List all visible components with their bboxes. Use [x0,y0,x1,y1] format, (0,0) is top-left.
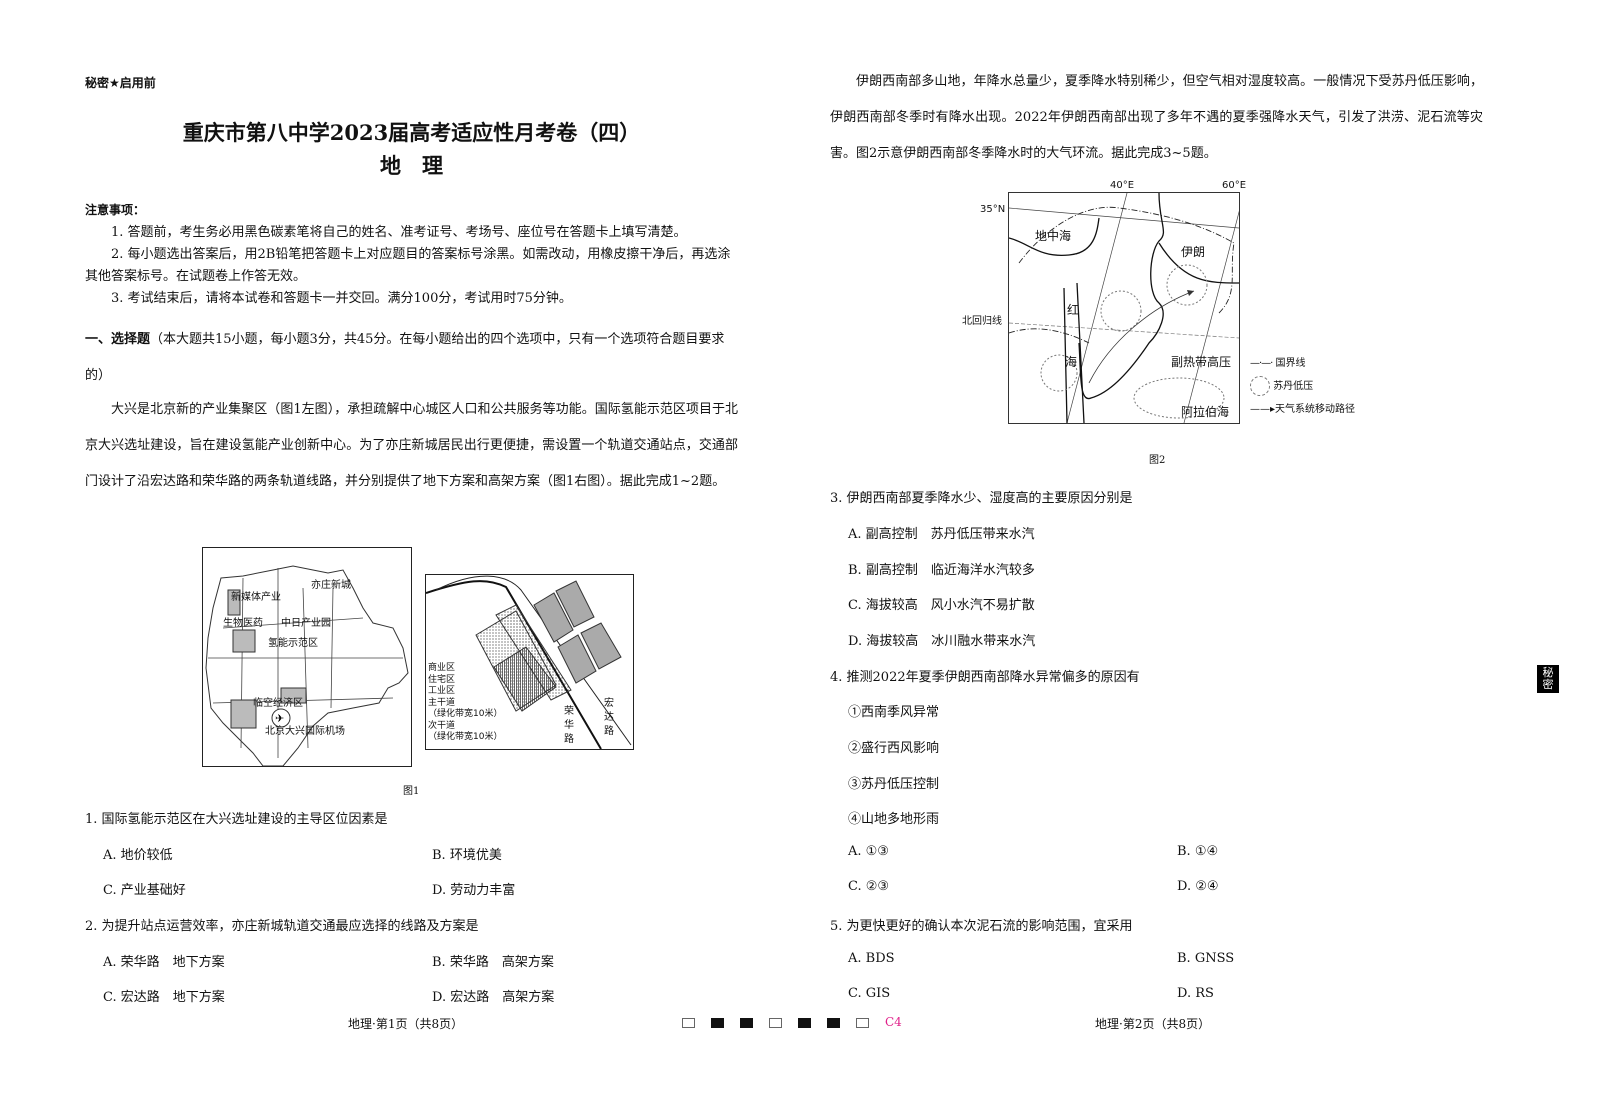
q4-item: ①西南季风异常 [848,705,940,720]
mark-filled [798,1017,811,1028]
label-35n: 35°N [980,204,1006,215]
note-item: 2. 每小题选出答案后，用2B铅笔把答题卡上对应题目的答案标号涂黑。如需改动，用… [85,247,731,284]
yizhuang-map-shape [425,575,632,750]
figure1-daxing-map: ✈ 亦庄新城 新媒体产业 生物医药 中日产业园 氢能示范区 临空经济区 北京大兴… [202,547,412,767]
figure2-caption: 图2 [1149,455,1166,466]
label-red-sea-2: 海 [1065,355,1078,369]
figure1-legend: 商业区 住宅区 工业区 主干道 （绿化带宽10米） 次干道 （绿化带宽10米） [428,663,502,744]
q1-option-c[interactable]: C. 产业基础好 [103,883,186,898]
note-item: 1. 答题前，考生务必用黑色碳素笔将自己的姓名、准考证号、考场号、座位号在答题卡… [111,225,687,240]
exam-notes: 注意事项： 1. 答题前，考生务必用黑色碳素笔将自己的姓名、准考证号、考场号、座… [85,199,738,310]
q2-option-d[interactable]: D. 宏达路 高架方案 [432,990,555,1005]
mark-filled [740,1017,753,1028]
q1-option-b[interactable]: B. 环境优美 [432,848,502,863]
legend-main-road: 主干道 [428,697,456,708]
map-label: 生物医药 [223,618,263,629]
legend-commercial: 商业区 [428,663,456,673]
figure2-map: 地中海 伊朗 红 海 副热带高压 阿拉伯海 [1008,192,1245,424]
footer-code-marks: C4 [682,1015,902,1029]
label-red-sea-1: 红 [1067,303,1080,317]
legend-note: （绿化带宽10米） [428,709,503,719]
label-subtropical-high: 副热带高压 [1171,355,1232,369]
legend-sudan-low: 苏丹低压 [1273,381,1314,392]
legend-residential: 住宅区 [428,674,456,685]
passage-1: 大兴是北京新的产业集聚区（图1左图），承担疏解中心城区人口和公共服务等功能。国际… [85,402,738,489]
figure2-legend: —·—· 国界线 苏丹低压 ——▸天气系统移动路径 [1250,358,1356,415]
q2-option-a[interactable]: A. 荣华路 地下方案 [103,955,225,970]
legend-industrial: 工业区 [428,686,456,696]
question-2-stem: 2. 为提升站点运营效率，亦庄新城轨道交通最应选择的线路及方案是 [85,919,479,934]
q3-option-a[interactable]: A. 副高控制 苏丹低压带来水汽 [848,527,1035,542]
q3-option-d[interactable]: D. 海拔较高 冰川融水带来水汽 [848,634,1036,649]
mark-empty [769,1017,782,1028]
q4-option-c[interactable]: C. ②③ [848,879,890,894]
q4-item: ③苏丹低压控制 [848,777,940,792]
road-label-ronghua: 荣华路 [564,706,574,745]
footer-code: C4 [885,1015,902,1029]
legend-note: （绿化带宽10米） [428,732,503,742]
legend-path: 天气系统移动路径 [1275,404,1356,415]
q2-option-c[interactable]: C. 宏达路 地下方案 [103,990,225,1005]
q4-option-b[interactable]: B. ①④ [1177,844,1219,859]
question-5-stem: 5. 为更快更好的确认本次泥石流的影响范围，宜采用 [830,919,1133,934]
section-title: 一、选择题 [85,332,151,347]
figure1-caption: 图1 [403,786,420,797]
q2-option-b[interactable]: B. 荣华路 高架方案 [432,955,554,970]
section-heading: 一、选择题（本大题共15小题，每小题3分，共45分。在每小题给出的四个选项中，只… [85,322,738,394]
page-title: 重庆市第八中学2023届高考适应性月考卷（四） [182,120,641,145]
legend-border: 国界线 [1275,358,1306,369]
passage-2: 伊朗西南部多山地，年降水总量少，夏季降水特别稀少，但空气相对湿度较高。一般情况下… [830,74,1483,161]
label-arabian-sea: 阿拉伯海 [1181,405,1230,419]
label-mediterranean: 地中海 [1035,229,1072,243]
map-label: 新媒体产业 [231,592,281,603]
subject-title: 地 理 [380,153,443,178]
q4-item: ②盛行西风影响 [848,741,940,756]
mark-empty [856,1017,869,1028]
q5-option-b[interactable]: B. GNSS [1177,951,1235,966]
q5-option-c[interactable]: C. GIS [848,986,891,1001]
road-label-hongda: 宏达路 [604,698,614,737]
question-1-stem: 1. 国际氢能示范区在大兴选址建设的主导区位因素是 [85,812,388,827]
question-4-stem: 4. 推测2022年夏季伊朗西南部降水异常偏多的原因有 [830,670,1140,685]
mark-filled [711,1017,724,1028]
secret-label: 秘密★启用前 [85,76,156,90]
map-label: 氢能示范区 [268,638,318,649]
label-iran: 伊朗 [1181,245,1206,259]
q4-item: ④山地多地形雨 [848,812,940,827]
daxing-map-shape: ✈ [205,565,409,767]
q4-option-a[interactable]: A. ①③ [848,844,889,859]
iran-circulation-map [1008,192,1245,424]
map-label: 中日产业园 [281,618,331,629]
map-label: 北京大兴国际机场 [265,726,345,737]
mark-filled [827,1017,840,1028]
footer-page-left: 地理·第1页（共8页） [348,1017,464,1031]
q5-option-d[interactable]: D. RS [1177,986,1214,1001]
label-40e: 40°E [1110,180,1135,191]
label-60e: 60°E [1222,180,1247,191]
label-tropic: 北回归线 [962,316,1002,327]
airport-icon: ✈ [275,712,284,725]
q4-option-d[interactable]: D. ②④ [1177,879,1219,894]
q5-option-a[interactable]: A. BDS [848,951,895,966]
section-desc: （本大题共15小题，每小题3分，共45分。在每小题给出的四个选项中，只有一个选项… [85,332,725,383]
footer-page-right: 地理·第2页（共8页） [1095,1017,1211,1031]
mark-empty [682,1017,695,1028]
map-label: 亦庄新城 [311,580,351,591]
arrow-icon: ——▸ [1250,404,1276,415]
figure1-yizhuang-map: 商业区 住宅区 工业区 主干道 （绿化带宽10米） 次干道 （绿化带宽10米） … [425,574,634,750]
q1-option-d[interactable]: D. 劳动力丰富 [432,883,516,898]
q3-option-b[interactable]: B. 副高控制 临近海洋水汽较多 [848,563,1035,578]
q3-option-c[interactable]: C. 海拔较高 风小水汽不易扩散 [848,598,1035,613]
question-3-stem: 3. 伊朗西南部夏季降水少、湿度高的主要原因分别是 [830,491,1133,506]
legend-secondary-road: 次干道 [428,720,456,731]
map-label: 临空经济区 [253,698,303,709]
notes-heading: 注意事项： [85,203,146,217]
note-item: 3. 考试结束后，请将本试卷和答题卡一并交回。满分100分，考试用时75分钟。 [111,291,572,306]
q1-option-a[interactable]: A. 地价较低 [103,848,173,863]
side-secret-tab: 秘密 [1537,665,1559,693]
